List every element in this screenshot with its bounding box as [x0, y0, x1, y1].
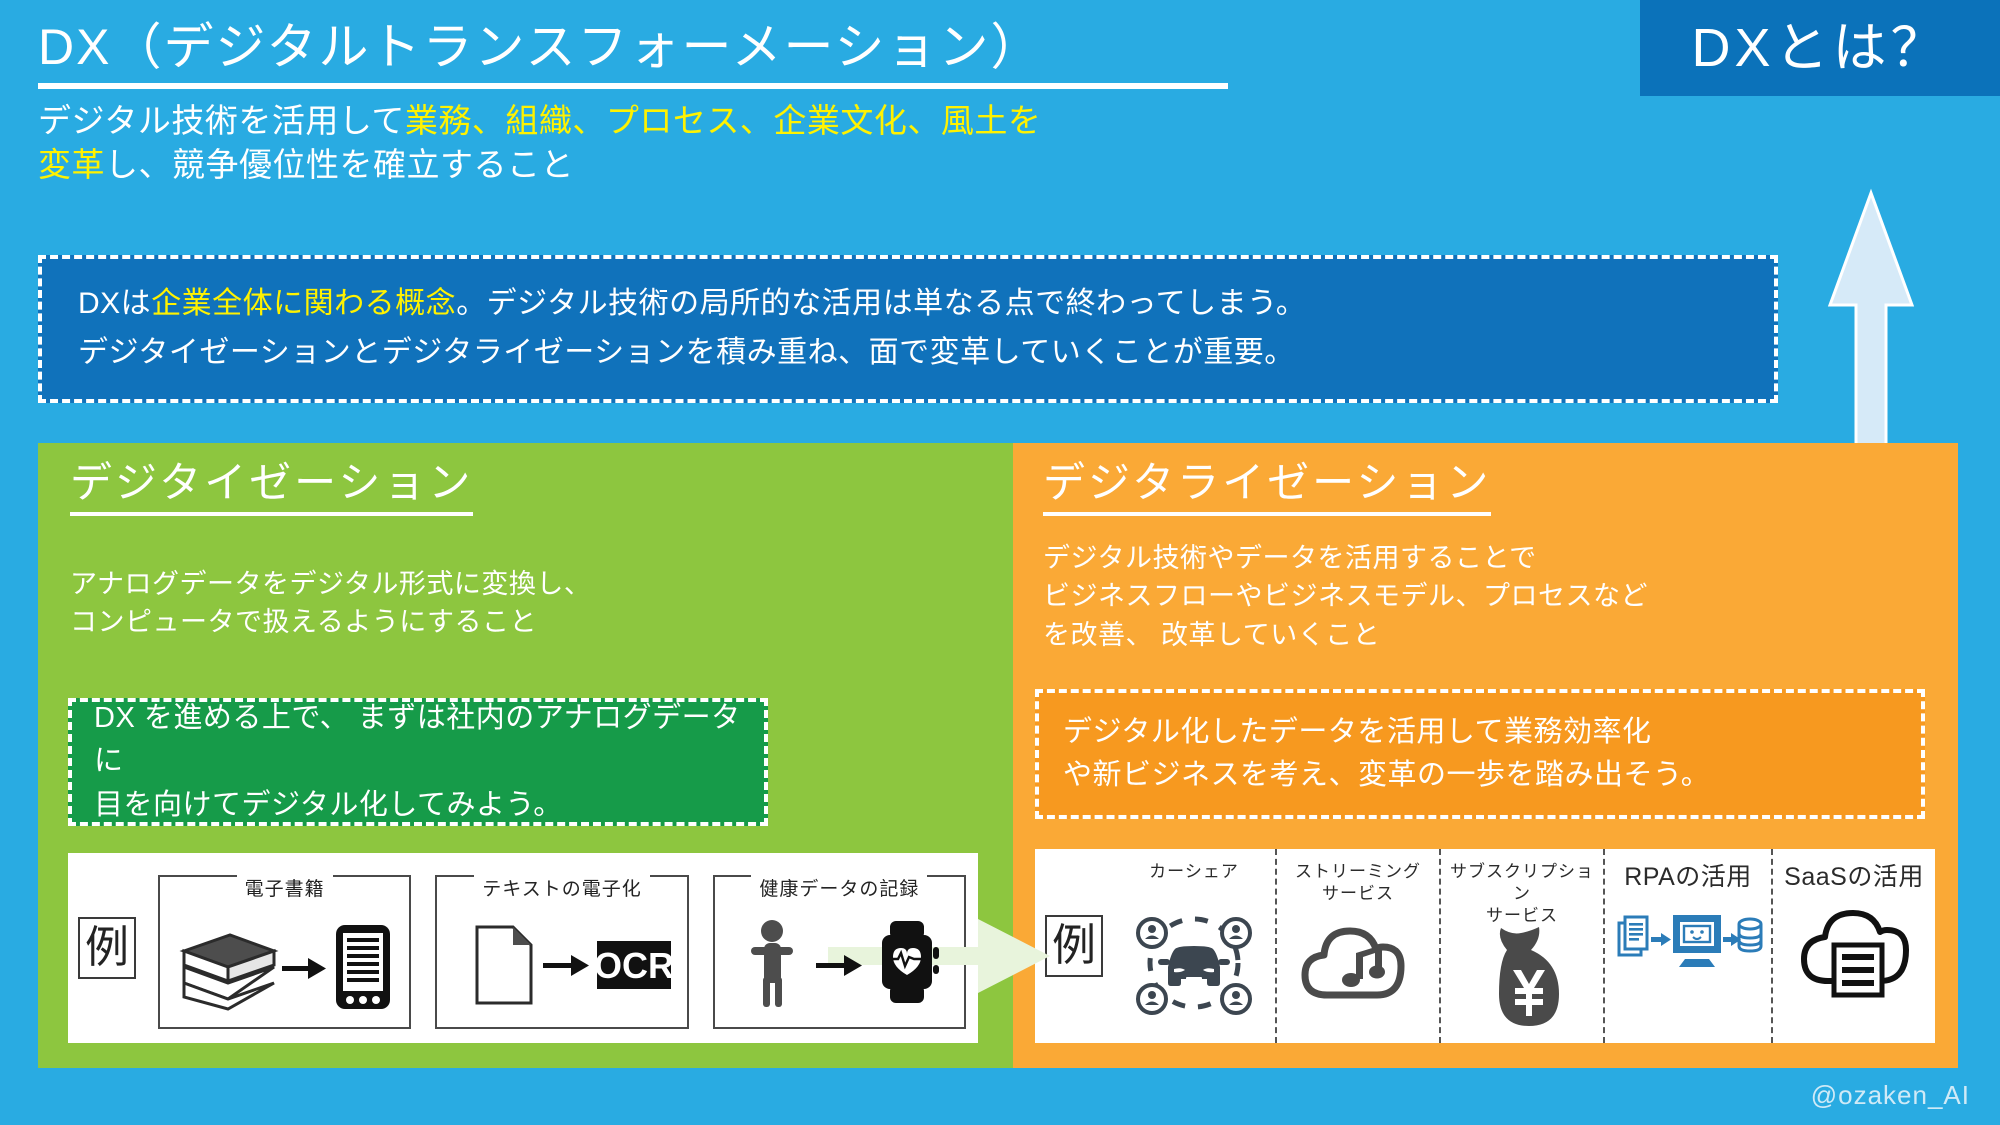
orange-emphasis-line-2: や新ビジネスを考え、変革の一歩を踏み出そう。	[1063, 759, 1711, 791]
orange-example-subscription: サブスクリプションサービス	[1439, 849, 1603, 1043]
rpa-robot-icon	[1617, 915, 1763, 967]
saas-art	[1792, 907, 1916, 1006]
person-to-watch-art	[724, 909, 954, 1018]
green-example-health: 健康データの記録	[701, 853, 978, 1043]
green-examples-label: 例	[78, 917, 136, 979]
orange-example-caption-1: カーシェア	[1149, 862, 1239, 881]
rpa-art	[1613, 907, 1763, 998]
page-title: DX（デジタルトランスフォーメーション）	[38, 19, 1043, 75]
green-example-ocr: テキストの電子化 OCR	[423, 853, 700, 1043]
orange-examples-label: 例	[1045, 915, 1103, 977]
ocr-icon: OCR	[594, 941, 674, 989]
car-share-art	[1130, 907, 1258, 1020]
arrow-right-icon	[542, 955, 589, 976]
books-to-tablet-art	[170, 909, 400, 1018]
green-example-ebook: 電子書籍	[146, 853, 423, 1043]
money-bag-art	[1463, 924, 1581, 1033]
digitization-panel: デジタイゼーション アナログデータをデジタル形式に変換し、 コンピュータで扱える…	[38, 443, 1013, 1068]
orange-example-caption-5: SaaSの活用	[1784, 863, 1924, 891]
orange-example-caption-2: ストリーミングサービス	[1295, 862, 1421, 904]
green-emphasis-line-1: DX を進める上で、 まずは社内のアナログデータに	[94, 701, 741, 778]
green-examples-strip: 例 電子書籍	[68, 853, 978, 1043]
database-icon	[1737, 917, 1763, 953]
orange-examples-strip: 例 カーシェア	[1035, 849, 1935, 1043]
orange-example-streaming: ストリーミングサービス	[1275, 849, 1439, 1043]
books-icon	[179, 925, 390, 1011]
callout-text-b: 。デジタル技術の局所的な活用は単なる点で終わってしまう。	[456, 287, 1307, 321]
page-subtitle: デジタル技術を活用して業務、組織、プロセス、企業文化、風土を 変革し、競争優位性…	[38, 99, 1338, 186]
cloud-music-icon	[1301, 927, 1405, 999]
document-to-ocr-art: OCR	[447, 909, 677, 1018]
green-body-line-1: アナログデータをデジタル形式に変換し、	[70, 569, 592, 599]
green-example-caption-3: 健康データの記録	[751, 874, 928, 901]
green-emphasis-box: DX を進める上で、 まずは社内のアナログデータに 目を向けてデジタル化してみよ…	[68, 698, 768, 826]
arrow-right-icon	[1651, 933, 1671, 946]
callout-line-2: デジタイゼーションとデジタライゼーションを積み重ね、面で変革していくことが重要。	[78, 336, 1295, 369]
cloud-server-icon	[1801, 910, 1909, 998]
green-body-line-2: コンピュータで扱えるようにすること	[70, 607, 537, 638]
orange-examples-label-wrap: 例	[1035, 849, 1113, 1043]
orange-body-line-1: デジタル技術やデータを活用することで	[1043, 543, 1537, 573]
orange-heading-wrap: デジタライゼーション	[1043, 460, 1492, 517]
callout-line-1: DXは企業全体に関わる概念。デジタル技術の局所的な活用は単なる点で終わってしまう…	[78, 280, 1738, 329]
title-underline	[38, 83, 1228, 89]
green-emphasis-line-2: 目を向けてデジタル化してみよう。	[94, 788, 563, 821]
subtitle-line-1: デジタル技術を活用して業務、組織、プロセス、企業文化、風土を	[38, 99, 1338, 143]
subtitle-highlight-2: 変革	[38, 145, 105, 183]
dx-question-badge: DXとは？	[1640, 0, 2000, 96]
orange-example-carshare: カーシェア	[1113, 849, 1275, 1043]
header: DX（デジタルトランスフォーメーション） デジタル技術を活用して業務、組織、プロ…	[38, 18, 1338, 186]
smartwatch-heart-icon	[882, 921, 940, 1003]
tablet-ereader-icon	[335, 925, 390, 1009]
orange-example-rpa: RPAの活用	[1603, 849, 1771, 1043]
subtitle-plain-2: し、競争優位性を確立すること	[105, 145, 574, 183]
dx-concept-callout: DXは企業全体に関わる概念。デジタル技術の局所的な活用は単なる点で終わってしまう…	[38, 255, 1778, 403]
callout-text-a: DXは	[78, 287, 152, 321]
orange-body: デジタル技術やデータを活用することで ビジネスフローやビジネスモデル、プロセスな…	[1043, 539, 1648, 654]
green-example-caption-1: 電子書籍	[236, 874, 333, 901]
green-example-caption-2: テキストの電子化	[474, 874, 650, 901]
orange-example-caption-3: サブスクリプションサービス	[1450, 862, 1594, 926]
svg-text:OCR: OCR	[594, 945, 674, 986]
orange-heading: デジタライゼーション	[1043, 460, 1492, 517]
watermark: @ozaken_AI	[1810, 1080, 1970, 1110]
badge-label: DXとは？	[1691, 18, 1949, 78]
subtitle-line-2: 変革し、競争優位性を確立すること	[38, 143, 1338, 187]
subtitle-plain-1: デジタル技術を活用して	[38, 102, 405, 139]
document-icon: OCR	[475, 925, 674, 1005]
comparison-panels: デジタイゼーション アナログデータをデジタル形式に変換し、 コンピュータで扱える…	[38, 443, 1958, 1068]
callout-highlight: 企業全体に関わる概念	[151, 287, 457, 321]
orange-example-caption-4: RPAの活用	[1624, 863, 1752, 891]
orange-example-saas: SaaSの活用	[1771, 849, 1935, 1043]
orange-emphasis-line-1: デジタル化したデータを活用して業務効率化	[1063, 715, 1652, 748]
arrow-right-icon	[816, 955, 863, 976]
money-bag-yen-icon	[1499, 927, 1559, 1026]
cloud-music-art	[1293, 907, 1423, 1012]
orange-body-line-3: を改善、 改革していくこと	[1043, 619, 1381, 650]
green-examples-label-wrap: 例	[68, 853, 146, 1043]
orange-body-line-2: ビジネスフローやビジネスモデル、プロセスなど	[1043, 581, 1648, 612]
person-icon	[751, 920, 940, 1007]
green-heading-wrap: デジタイゼーション	[70, 460, 474, 517]
green-heading: デジタイゼーション	[70, 460, 474, 517]
green-body: アナログデータをデジタル形式に変換し、 コンピュータで扱えるようにすること	[70, 565, 591, 642]
arrow-right-icon	[1723, 933, 1741, 946]
digitalization-panel: デジタライゼーション デジタル技術やデータを活用することで ビジネスフローやビジ…	[1013, 443, 1958, 1068]
orange-emphasis-box: デジタル化したデータを活用して業務効率化 や新ビジネスを考え、変革の一歩を踏み出…	[1035, 689, 1925, 819]
car-share-icon	[1136, 916, 1252, 1015]
arrow-right-icon	[281, 958, 326, 979]
subtitle-highlight-1: 業務、組織、プロセス、企業文化、風土を	[404, 102, 1042, 139]
